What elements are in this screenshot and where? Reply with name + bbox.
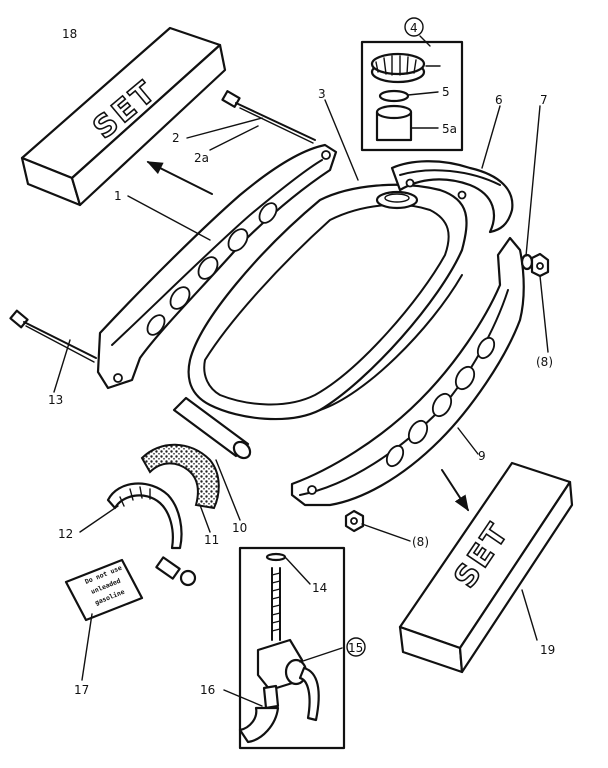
tank-rim (390, 160, 514, 234)
callout-15-circle (346, 637, 366, 657)
callout-4-circle (404, 17, 424, 37)
callout-12: 12 (58, 527, 73, 541)
callout-13: 13 (48, 393, 63, 407)
bolt-lower (9, 309, 97, 363)
nut-lower (344, 509, 365, 533)
callout-14: 14 (312, 581, 327, 595)
callout-17: 17 (74, 683, 89, 697)
fuel-tap-detail-box (238, 546, 346, 750)
callout-5a: 5a (442, 122, 457, 136)
callout-8-right: (8) (536, 355, 553, 369)
callout-9: 9 (478, 449, 486, 463)
set-box-top-left: SET (20, 26, 227, 207)
callout-10: 10 (232, 521, 247, 535)
callout-11: 11 (204, 533, 219, 547)
padded-strap (140, 443, 220, 510)
fuel-tank (187, 183, 468, 421)
callout-2a: 2a (194, 151, 209, 165)
callout-19: 19 (540, 643, 555, 657)
right-tank-bracket (290, 236, 525, 507)
callout-5: 5 (442, 85, 450, 99)
callout-4: 4 (410, 21, 418, 35)
callout-1: 1 (114, 189, 122, 203)
callout-15: 15 (348, 641, 363, 655)
cap-detail-box (360, 40, 464, 152)
callout-6: 6 (495, 93, 503, 107)
callout-8-lower: (8) (412, 535, 429, 549)
instruction-card: Do not use unleaded gasoline (64, 558, 144, 622)
leader-lines (53, 35, 549, 707)
bolt-upper (221, 90, 316, 144)
callout-2: 2 (172, 131, 180, 145)
callout-labels: 18 2 2a 1 3 4 5 5a 6 7 (8) 9 (8) 10 11 1… (48, 17, 555, 697)
set-box-bottom-right: SET (398, 461, 574, 674)
washer-nut-right (520, 252, 550, 278)
callout-7: 7 (540, 93, 548, 107)
callout-18: 18 (62, 27, 77, 41)
left-tank-bracket (96, 143, 338, 390)
rubber-tube (172, 396, 252, 460)
hose-clamp (106, 482, 197, 587)
callout-3: 3 (318, 87, 326, 101)
callout-16: 16 (200, 683, 215, 697)
